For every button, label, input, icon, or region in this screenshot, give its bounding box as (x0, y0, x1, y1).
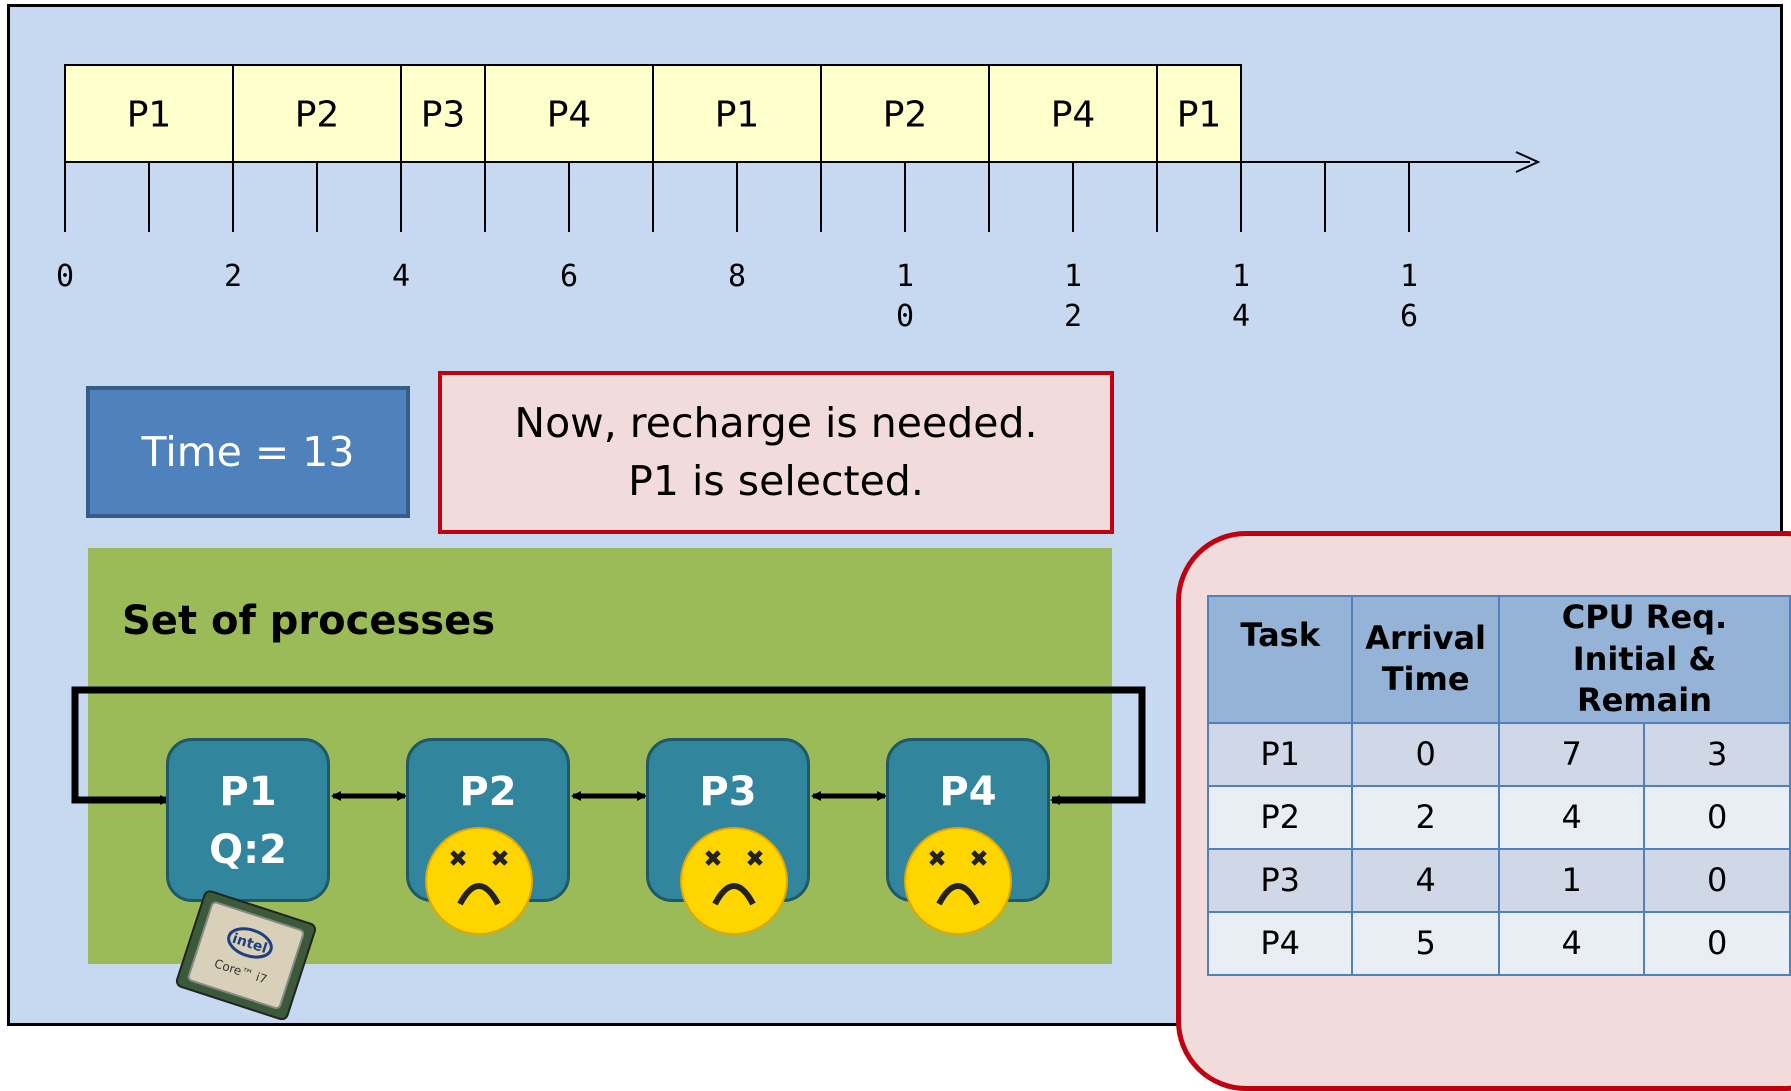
axis-ticks (64, 162, 1410, 232)
gantt-segment (400, 64, 486, 163)
cell-task: P1 (1206, 721, 1354, 787)
gantt-segments: P1 P2 P3 P4 P1 P2 P4 P1 (64, 64, 1242, 163)
cell-remain: 3 (1643, 721, 1791, 787)
axis-tick-label: 6 (1400, 299, 1418, 334)
process-set-title: Set of processes (122, 598, 496, 644)
dead-face-icon (680, 827, 788, 935)
process-name: P1 (219, 769, 277, 815)
axis-tick-label: 1 (1232, 259, 1250, 294)
axis-tick-label: 6 (560, 259, 578, 294)
cell-initial: 4 (1497, 910, 1646, 976)
axis-tick-label: 4 (1232, 299, 1250, 334)
process-name: P3 (699, 769, 757, 815)
task-table: Task Arrival Time CPU Req. Initial & Rem… (1206, 595, 1791, 976)
process-quantum: Q:2 (209, 827, 287, 873)
header-arrival: Arrival Time (1351, 595, 1500, 724)
gantt-segment (64, 64, 234, 163)
axis-tick-label: 0 (56, 259, 74, 294)
header-cpu: CPU Req. Initial & Remain (1497, 595, 1791, 724)
axis-tick-label: 1 (1400, 259, 1418, 294)
cell-arrival: 0 (1351, 721, 1500, 787)
cell-initial: 1 (1497, 847, 1646, 913)
axis-tick-label: 4 (392, 259, 410, 294)
gantt-segment (988, 64, 1158, 163)
time-label: Time = 13 (141, 428, 355, 476)
gantt-segment-label: P2 (295, 95, 340, 136)
gantt-segment-label: P3 (421, 95, 466, 136)
axis-tick-label: 1 (1064, 259, 1082, 294)
gantt-segment-label: P1 (715, 95, 760, 136)
message-line-1: Now, recharge is needed. (514, 399, 1038, 448)
cpu-chip-icon: intel Core™ i7 (175, 890, 317, 1020)
cell-task: P2 (1206, 784, 1354, 850)
gantt-segment (820, 64, 990, 163)
axis-arrow-icon (1515, 151, 1541, 173)
gantt-segment-label: P1 (1177, 95, 1222, 136)
cell-arrival: 4 (1351, 847, 1500, 913)
cell-arrival: 5 (1351, 910, 1500, 976)
axis-tick-label: 8 (728, 259, 746, 294)
dead-face-icon (904, 827, 1012, 935)
header-task: Task (1206, 595, 1354, 724)
axis-tick-label: 2 (1064, 299, 1082, 334)
cell-task: P3 (1206, 847, 1354, 913)
process-name: P2 (459, 769, 517, 815)
cell-remain: 0 (1643, 847, 1791, 913)
gantt-segment-label: P2 (883, 95, 928, 136)
status-message: Now, recharge is needed. P1 is selected. (438, 371, 1114, 534)
axis-tick-label: 2 (224, 259, 242, 294)
time-indicator: Time = 13 (86, 386, 410, 518)
gantt-segment-label: P1 (127, 95, 172, 136)
gantt-segment-label: P4 (547, 95, 592, 136)
axis-tick-label: 0 (896, 299, 914, 334)
message-line-2: P1 is selected. (628, 456, 924, 505)
gantt-segment-label: P4 (1051, 95, 1096, 136)
dead-face-icon (425, 827, 533, 935)
cell-remain: 0 (1643, 910, 1791, 976)
cell-initial: 4 (1497, 784, 1646, 850)
time-axis (65, 151, 1541, 173)
gantt-segment (232, 64, 402, 163)
cell-arrival: 2 (1351, 784, 1500, 850)
axis-tick-label: 1 (896, 259, 914, 294)
process-ring-overlay (71, 686, 1146, 805)
cell-initial: 7 (1497, 721, 1646, 787)
process-name: P4 (939, 769, 997, 815)
cell-remain: 0 (1643, 784, 1791, 850)
cell-task: P4 (1206, 910, 1354, 976)
process-box-p1: P1 Q:2 (166, 738, 330, 902)
